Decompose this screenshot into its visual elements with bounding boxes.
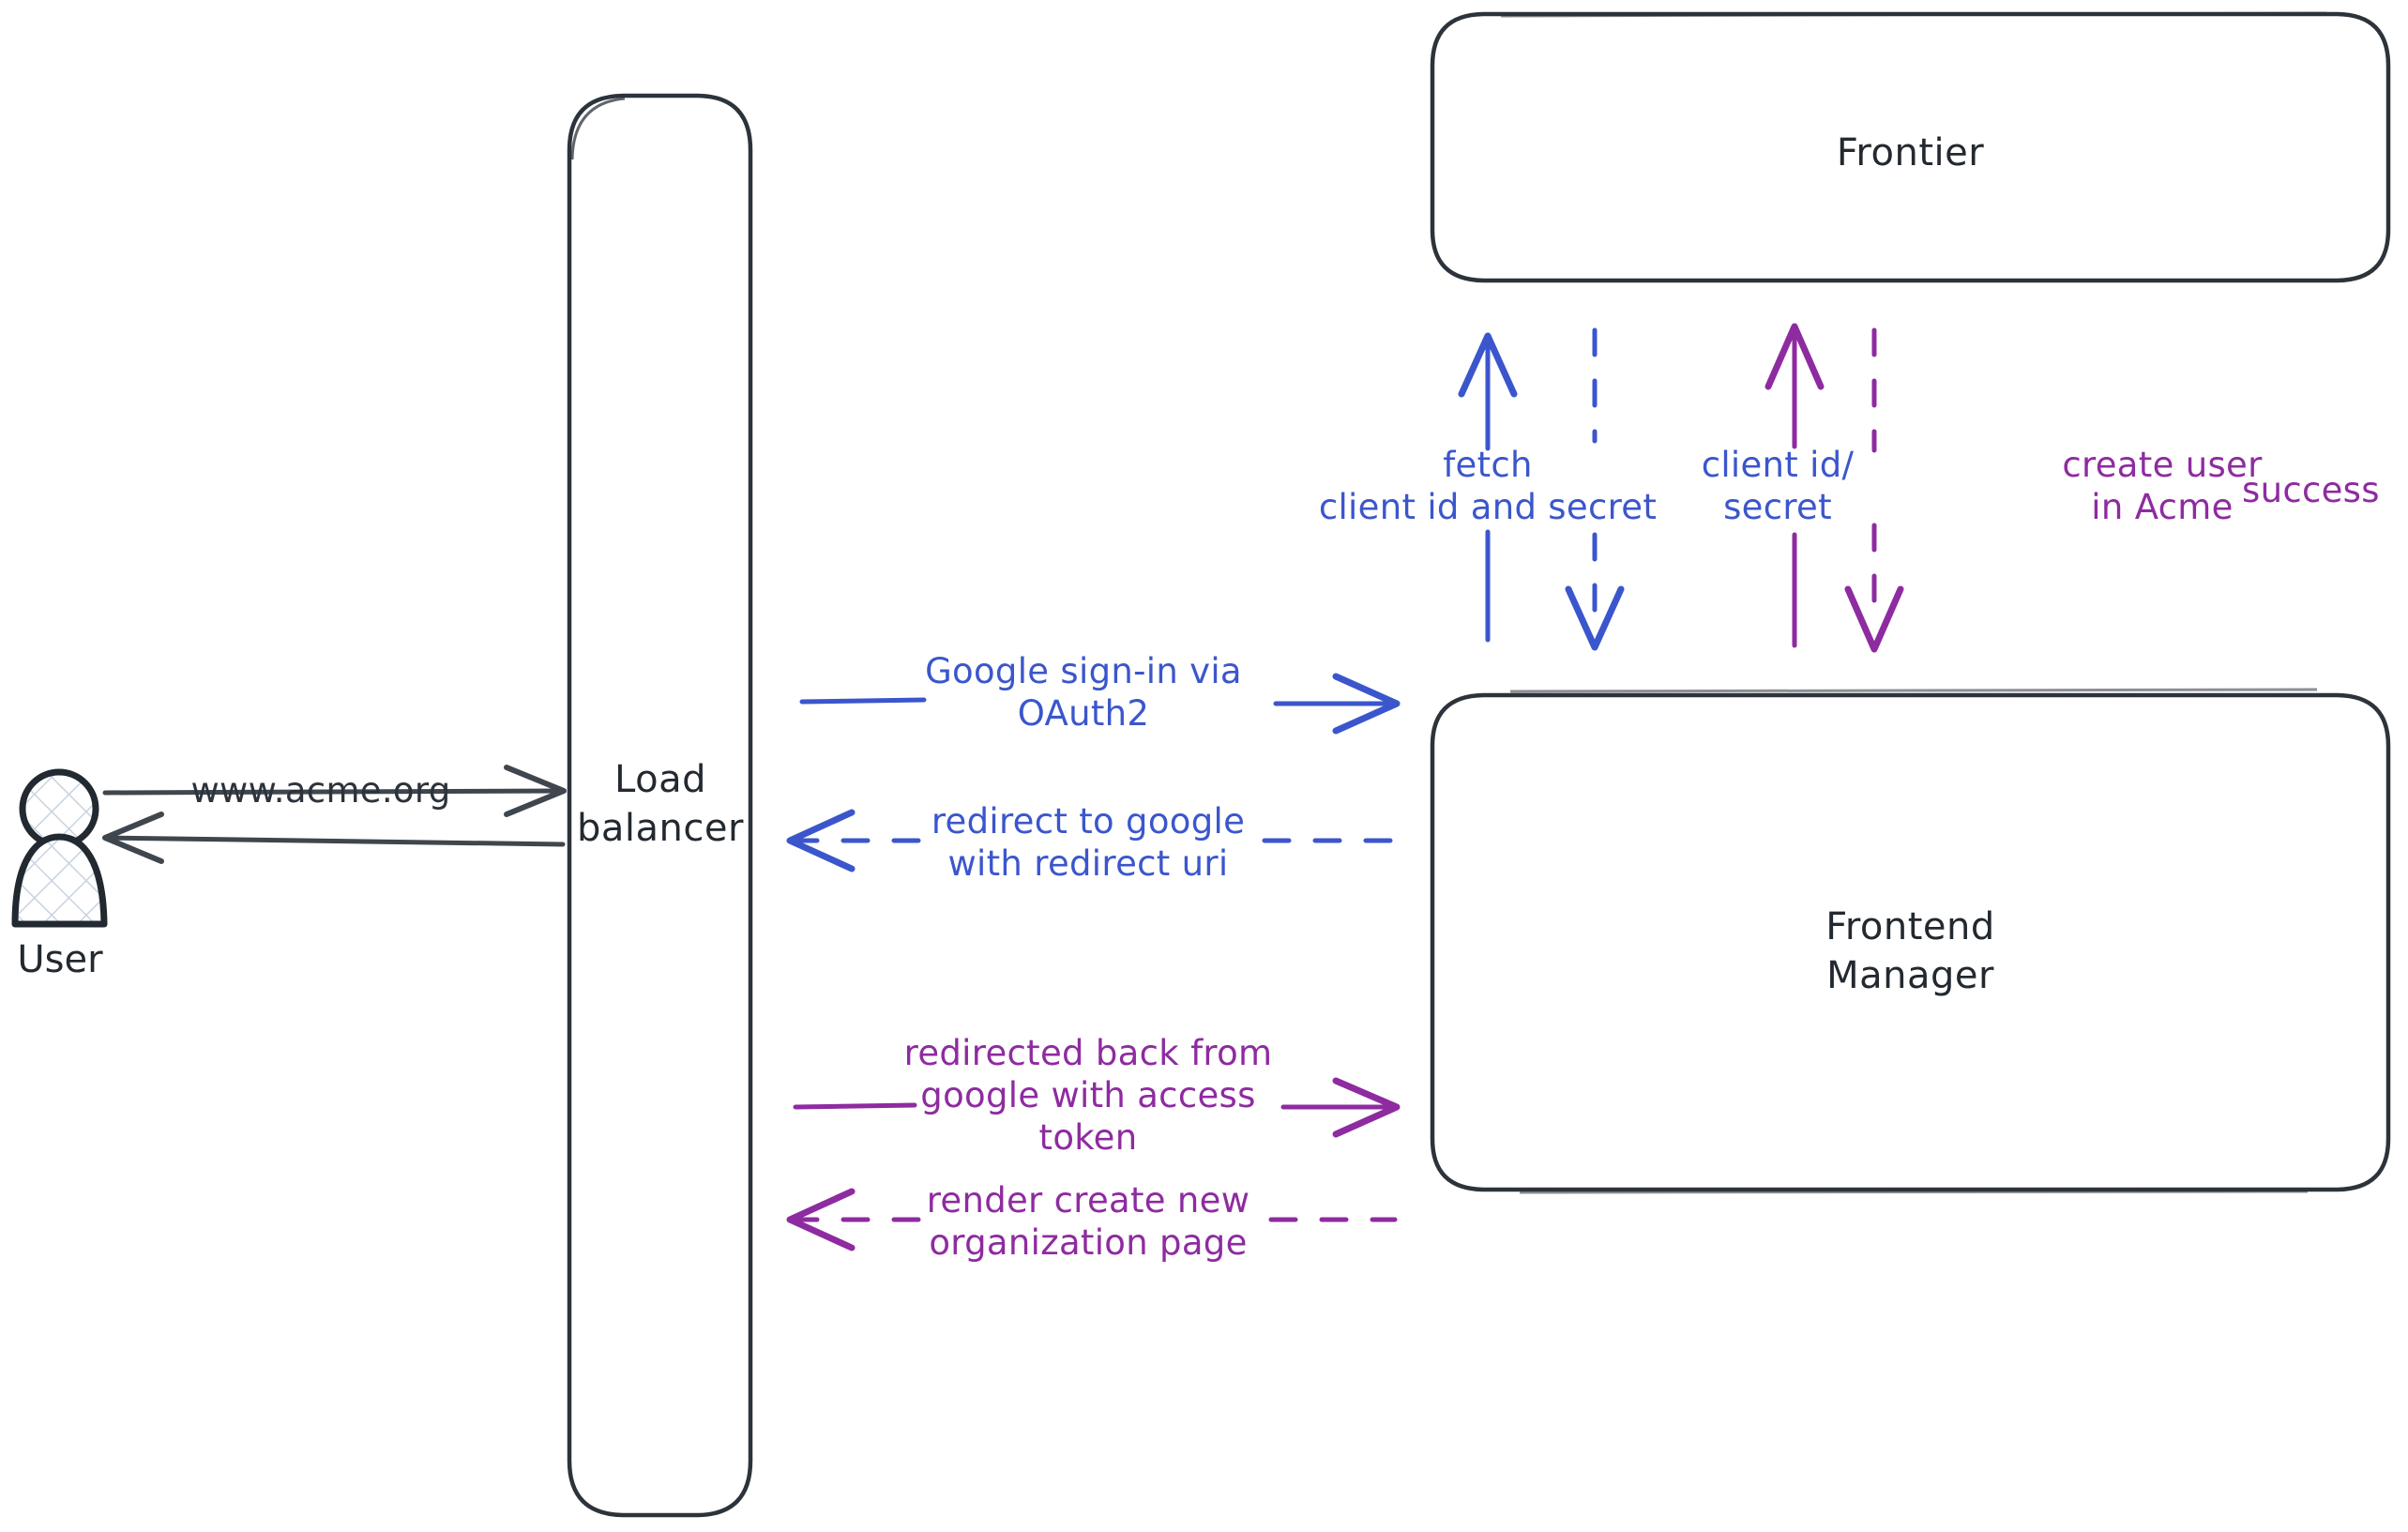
edge-label-frontier-to-fm-success: success <box>2242 470 2380 510</box>
edge-fm-to-lb-redirect <box>786 809 1398 872</box>
edge-label-lb-to-fm-token: redirected back from google with access … <box>903 1033 1273 1159</box>
edge-fm-to-frontier-fetch <box>1458 332 1518 643</box>
edge-lb-to-fm-token <box>793 1077 1401 1138</box>
edge-lb-to-fm-signin <box>799 673 1401 735</box>
edge-fm-to-lb-render <box>786 1188 1398 1251</box>
edge-lb-to-user <box>102 812 566 864</box>
edge-label-frontier-to-fm-clientid: client id/ secret <box>1701 445 1855 528</box>
edge-label-fm-to-frontier-fetch: fetch client id and secret <box>1318 445 1658 528</box>
edge-fm-to-frontier-createuser <box>1764 323 1825 648</box>
load-balancer-node-shape[interactable] <box>567 93 753 1518</box>
load-balancer-label: Load balancer <box>577 758 744 850</box>
edge-label-fm-to-lb-render: render create new organization page <box>926 1180 1250 1264</box>
frontend-manager-node-shape[interactable] <box>1430 688 2391 1194</box>
edge-frontier-to-fm-clientid <box>1565 327 1625 651</box>
frontier-label: Frontier <box>1836 131 1985 174</box>
edge-label-fm-to-lb-redirect: redirect to google with redirect uri <box>931 801 1246 885</box>
edge-label-user-to-lb: www.acme.org <box>190 770 451 811</box>
user-actor-label: User <box>17 938 103 981</box>
edge-label-fm-to-frontier-createuser: create user in Acme <box>2062 445 2263 528</box>
edge-frontier-to-fm-success <box>1844 327 1904 653</box>
edge-user-to-lb <box>102 765 567 817</box>
frontier-node-shape[interactable] <box>1430 11 2391 283</box>
frontend-manager-label: Frontend Manager <box>1825 905 1995 997</box>
user-actor-icon <box>11 768 108 928</box>
edge-label-lb-to-fm-signin: Google sign-in via OAuth2 <box>925 651 1242 735</box>
